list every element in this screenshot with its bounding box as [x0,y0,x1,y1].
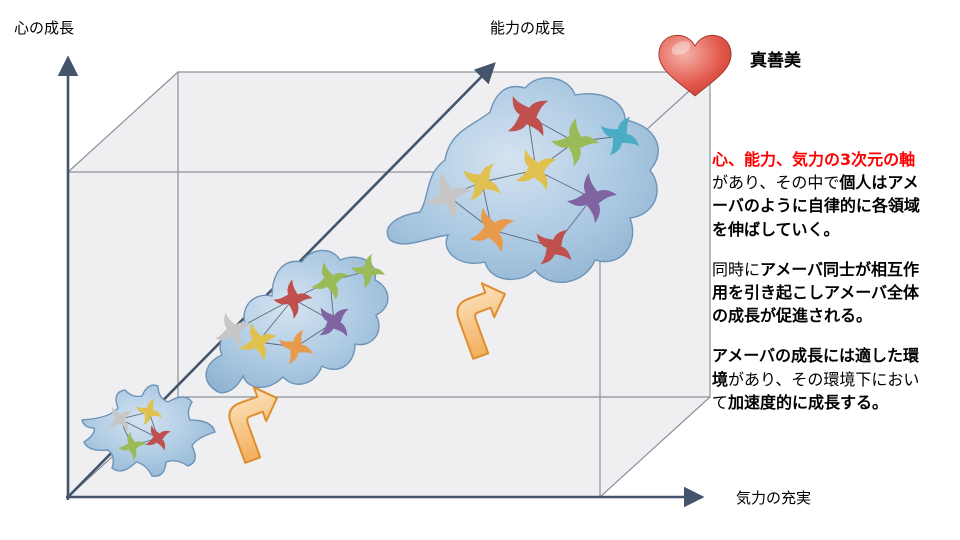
heart-icon [658,34,732,97]
heart-label: 真善美 [750,50,802,71]
description-paragraph-3: アメーバの成長には適した環境があり、その環境下において加速度的に成長する。 [712,346,920,412]
amoeba-blob-small [81,384,216,477]
amoeba-blob-medium [205,249,389,394]
amoeba-blob-large [386,77,659,284]
axis-y-label: 心の成長 [14,19,74,37]
description-paragraph-2: 同時にアメーバ同士が相互作用を引き起こしアメーバ全体の成長が促進される。 [712,259,920,326]
axis-diagonal-label: 能力の成長 [490,19,565,37]
axis-x-label: 気力の充実 [736,489,811,507]
amoeba-outline [81,384,216,477]
growth-arrow-2 [456,282,506,360]
growth-arrow-1 [228,386,278,464]
description-paragraph-1: 心、能力、気力の3次元の軸があり、その中で個人はアメーバのように自律的に各領域を… [712,150,920,239]
explanation-panel: 心、能力、気力の3次元の軸があり、その中で個人はアメーバのように自律的に各領域を… [712,148,928,431]
